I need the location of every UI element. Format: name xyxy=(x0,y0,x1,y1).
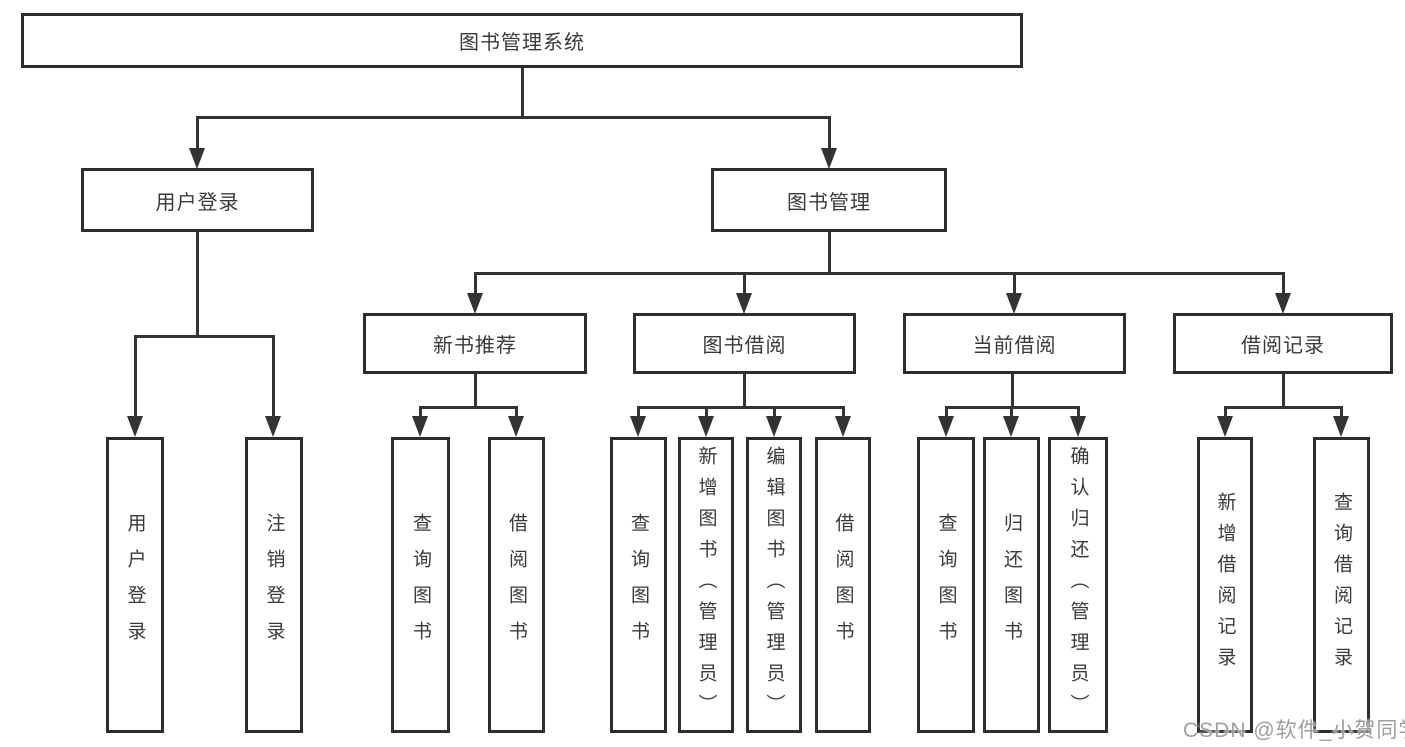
connector-line xyxy=(134,335,275,338)
arrowhead-down-icon xyxy=(412,416,428,437)
connector-line xyxy=(828,232,831,275)
connector-line xyxy=(828,116,831,152)
connector-line xyxy=(515,406,518,420)
leaf-label: 新增借阅记录 xyxy=(1214,492,1236,678)
node-label: 图书管理系统 xyxy=(459,32,585,54)
connector-line xyxy=(1224,406,1227,420)
connector-line xyxy=(474,374,477,409)
leaf-return-book: 归还图书 xyxy=(983,437,1040,733)
node-book-borrow: 图书借阅 xyxy=(633,313,856,374)
arrowhead-down-icon xyxy=(938,416,954,437)
node-book-manage-branch: 图书管理 xyxy=(711,168,947,232)
connector-line xyxy=(272,335,275,421)
arrowhead-down-icon xyxy=(265,416,281,437)
leaf-add-borrow-record: 新增借阅记录 xyxy=(1197,437,1253,733)
node-label: 图书管理 xyxy=(787,191,871,214)
node-label: 借阅记录 xyxy=(1241,335,1325,357)
connector-line xyxy=(1282,374,1285,409)
arrowhead-down-icon xyxy=(1070,416,1086,437)
connector-line xyxy=(419,406,517,409)
node-borrow-records: 借阅记录 xyxy=(1173,313,1393,374)
connector-line xyxy=(637,406,640,420)
connector-line xyxy=(474,272,477,297)
connector-line xyxy=(196,116,831,119)
arrowhead-down-icon xyxy=(467,293,483,314)
connector-line xyxy=(419,406,422,420)
leaf-add-book-admin: 新增图书（管理员） xyxy=(678,437,734,733)
leaf-query-book-current: 查询图书 xyxy=(917,437,975,733)
leaf-query-book-borrow: 查询图书 xyxy=(610,437,667,733)
connector-line xyxy=(474,272,1285,275)
arrowhead-down-icon xyxy=(1217,416,1233,437)
connector-line xyxy=(743,374,746,409)
csdn-watermark: CSDN @软件_小贺同学 xyxy=(1183,719,1405,742)
leaf-user-login: 用户登录 xyxy=(106,437,164,733)
leaf-edit-book-admin: 编辑图书（管理员） xyxy=(746,437,802,733)
leaf-query-book-recommend: 查询图书 xyxy=(391,437,450,733)
leaf-label: 确认归还（管理员） xyxy=(1067,445,1089,725)
leaf-label: 注销登录 xyxy=(263,513,285,657)
leaf-query-borrow-record: 查询借阅记录 xyxy=(1313,437,1370,733)
arrowhead-down-icon xyxy=(1006,293,1022,314)
node-label: 新书推荐 xyxy=(433,335,517,357)
arrowhead-down-icon xyxy=(508,416,524,437)
connector-line xyxy=(196,116,199,152)
connector-line xyxy=(1010,406,1013,420)
leaf-borrow-book: 借阅图书 xyxy=(815,437,871,733)
connector-line xyxy=(1282,272,1285,297)
connector-line xyxy=(196,232,199,338)
leaf-label: 用户登录 xyxy=(124,513,146,657)
node-user-login-branch: 用户登录 xyxy=(81,168,314,232)
arrowhead-down-icon xyxy=(127,416,143,437)
leaf-label: 查询图书 xyxy=(410,513,431,657)
node-label: 用户登录 xyxy=(155,191,240,214)
connector-line xyxy=(1340,406,1343,420)
arrowhead-down-icon xyxy=(1333,416,1349,437)
connector-line xyxy=(1013,272,1016,297)
leaf-logout-login: 注销登录 xyxy=(245,437,303,733)
connector-line xyxy=(637,406,844,409)
leaf-label: 新增图书（管理员） xyxy=(695,445,717,725)
arrowhead-down-icon xyxy=(835,416,851,437)
arrowhead-down-icon xyxy=(821,148,837,169)
leaf-label: 借阅图书 xyxy=(506,513,527,657)
leaf-label: 查询图书 xyxy=(935,513,957,657)
node-root-system: 图书管理系统 xyxy=(21,13,1023,68)
node-new-book-recommend: 新书推荐 xyxy=(363,313,587,374)
leaf-label: 编辑图书（管理员） xyxy=(763,445,785,725)
leaf-label: 查询借阅记录 xyxy=(1331,492,1352,678)
connector-line xyxy=(1011,374,1014,409)
connector-line xyxy=(1224,406,1342,409)
connector-line xyxy=(521,68,524,118)
connector-line xyxy=(743,272,746,297)
leaf-label: 借阅图书 xyxy=(832,513,854,657)
arrowhead-down-icon xyxy=(698,416,714,437)
node-label: 当前借阅 xyxy=(972,335,1057,357)
connector-line xyxy=(842,406,845,420)
connector-line xyxy=(773,406,776,420)
connector-line xyxy=(1077,406,1080,420)
arrowhead-down-icon xyxy=(766,416,782,437)
connector-line xyxy=(705,406,708,420)
connector-line xyxy=(134,335,137,421)
arrowhead-down-icon xyxy=(1275,293,1291,314)
arrowhead-down-icon xyxy=(736,293,752,314)
arrowhead-down-icon xyxy=(1003,416,1019,437)
leaf-label: 查询图书 xyxy=(628,513,649,657)
connector-line xyxy=(945,406,948,420)
leaf-confirm-return-admin: 确认归还（管理员） xyxy=(1048,437,1108,733)
leaf-borrow-book-recommend: 借阅图书 xyxy=(488,437,545,733)
node-current-borrow: 当前借阅 xyxy=(903,313,1126,374)
node-label: 图书借阅 xyxy=(702,335,787,357)
arrowhead-down-icon xyxy=(189,148,205,169)
arrowhead-down-icon xyxy=(630,416,646,437)
leaf-label: 归还图书 xyxy=(1001,513,1022,657)
